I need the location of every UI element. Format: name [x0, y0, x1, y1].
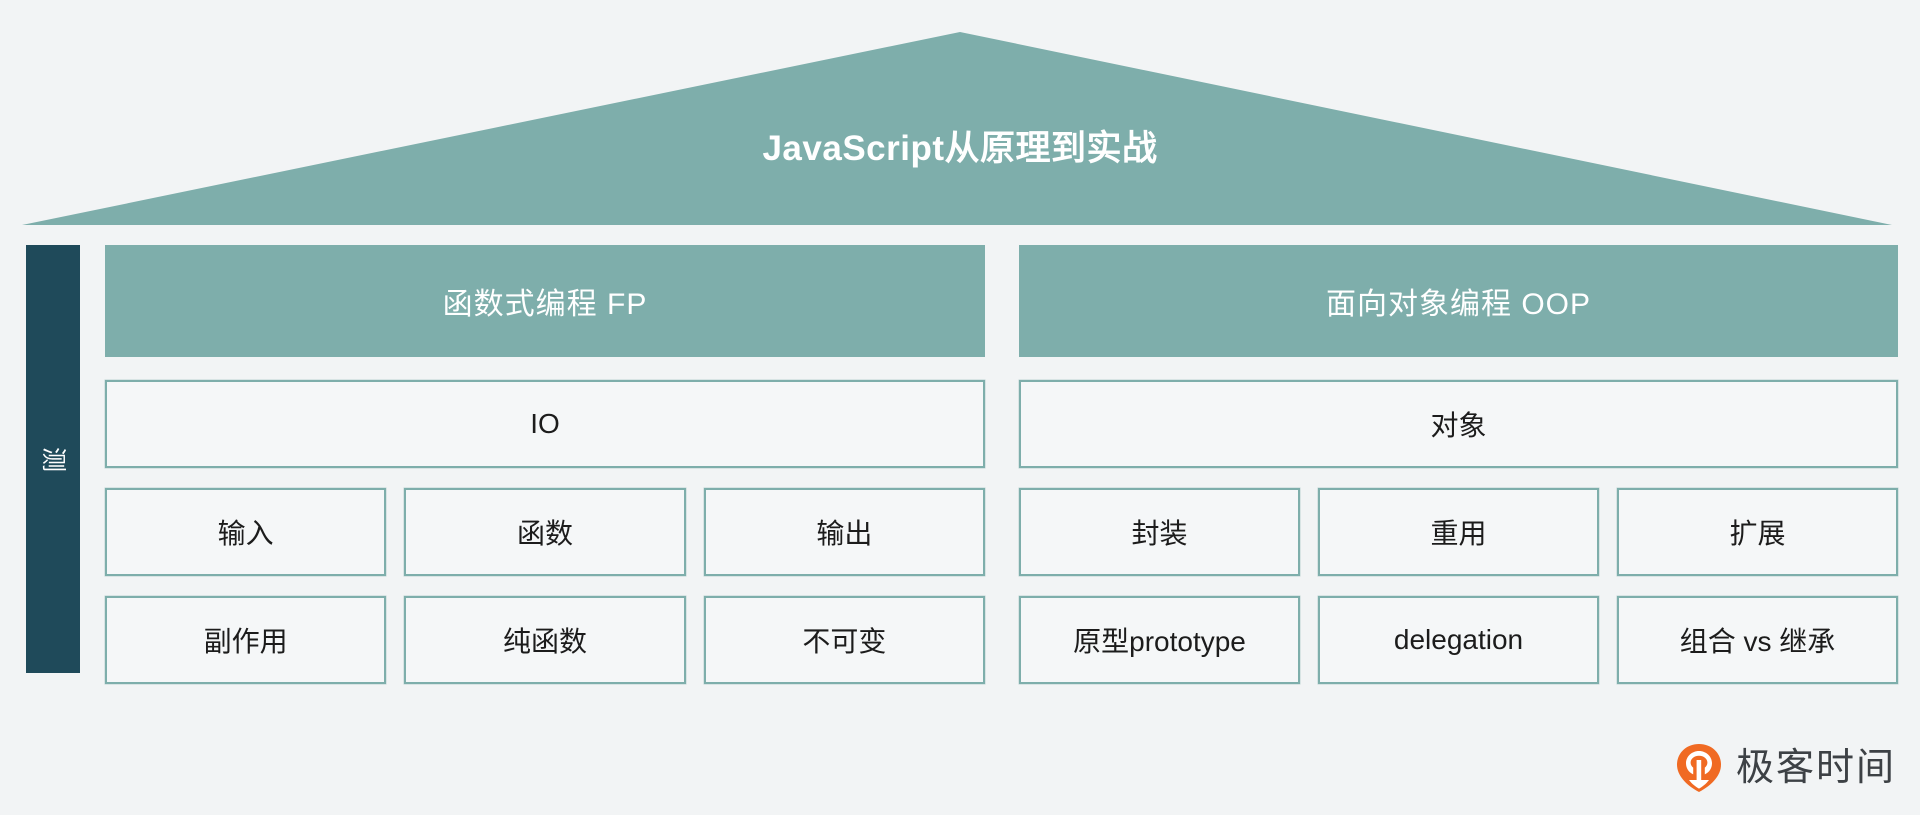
oop-cell-reuse[interactable]: 重用	[1318, 488, 1599, 576]
oop-cell-composition-vs-inheritance[interactable]: 组合 vs 继承	[1617, 596, 1898, 684]
fp-cell-output[interactable]: 输出	[703, 488, 985, 576]
side-rail: 测	[26, 245, 80, 673]
fp-cell-immutable[interactable]: 不可变	[703, 596, 985, 684]
oop-cell-extension[interactable]: 扩展	[1617, 488, 1898, 576]
column-oop: 面向对象编程 OOP 对象 封装 重用 扩展 原型prototype deleg…	[1019, 245, 1898, 684]
fp-cell-input[interactable]: 输入	[105, 488, 387, 576]
oop-cell-prototype[interactable]: 原型prototype	[1019, 596, 1300, 684]
section-header-fp: 函数式编程 FP	[105, 245, 985, 357]
oop-cell-delegation[interactable]: delegation	[1318, 596, 1599, 684]
roof-triangle-icon	[22, 32, 1892, 225]
fp-row-1: IO	[105, 380, 985, 468]
column-fp: 函数式编程 FP IO 输入 函数 输出 副作用 纯函数 不可变	[105, 245, 985, 684]
fp-cell-side-effect[interactable]: 副作用	[105, 596, 387, 684]
roof-banner: JavaScript从原理到实战	[0, 0, 1920, 240]
section-header-oop: 面向对象编程 OOP	[1019, 245, 1898, 357]
brand-logo: 极客时间	[1676, 743, 1896, 793]
page-title: JavaScript从原理到实战	[762, 129, 1158, 168]
fp-cell-function[interactable]: 函数	[404, 488, 686, 576]
geektime-pin-icon	[1676, 744, 1721, 792]
oop-row-2: 封装 重用 扩展	[1019, 488, 1898, 576]
fp-row-2: 输入 函数 输出	[105, 488, 985, 576]
brand-logo-text: 极客时间	[1735, 747, 1896, 789]
oop-row-3: 原型prototype delegation 组合 vs 继承	[1019, 596, 1898, 684]
oop-cell-object[interactable]: 对象	[1019, 380, 1898, 468]
fp-cell-io[interactable]: IO	[105, 380, 985, 468]
oop-cell-encapsulation[interactable]: 封装	[1019, 488, 1300, 576]
fp-cell-pure-function[interactable]: 纯函数	[404, 596, 686, 684]
side-rail-label: 测	[39, 446, 68, 472]
oop-row-1: 对象	[1019, 380, 1898, 468]
fp-row-3: 副作用 纯函数 不可变	[105, 596, 985, 684]
